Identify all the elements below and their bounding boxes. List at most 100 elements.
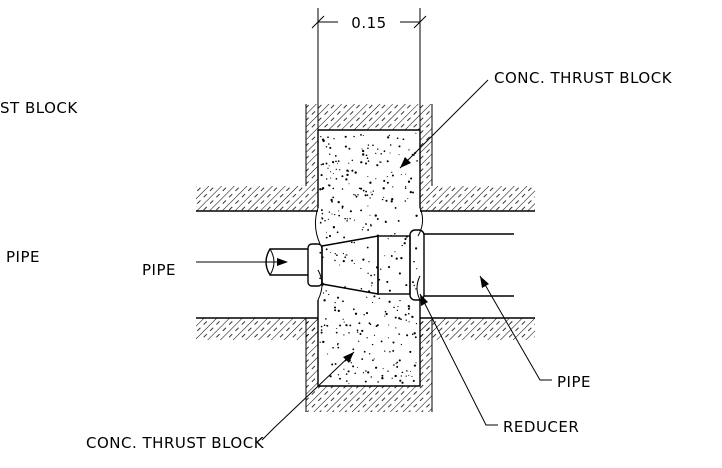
concrete-speck — [345, 178, 348, 181]
concrete-speck — [397, 305, 399, 308]
soil-hatching — [196, 104, 535, 412]
concrete-speck — [367, 205, 369, 207]
concrete-speck — [319, 251, 322, 254]
concrete-speck — [362, 189, 365, 192]
concrete-speck — [416, 268, 418, 270]
concrete-speck — [328, 211, 331, 213]
concrete-speck — [350, 241, 353, 244]
concrete-speck — [345, 380, 348, 382]
concrete-speck — [342, 259, 345, 263]
concrete-speck — [413, 260, 415, 263]
concrete-speck — [389, 351, 391, 353]
concrete-speck — [407, 198, 409, 200]
concrete-speck — [349, 217, 351, 220]
concrete-speck — [408, 374, 410, 376]
concrete-speck — [400, 375, 402, 377]
concrete-speck — [411, 375, 413, 377]
concrete-speck — [332, 161, 335, 164]
concrete-speck — [354, 171, 357, 174]
concrete-speck — [320, 329, 323, 331]
concrete-speck — [363, 350, 366, 353]
concrete-speck — [347, 370, 350, 373]
concrete-speck — [337, 344, 339, 346]
concrete-speck — [395, 327, 397, 329]
concrete-speck — [330, 177, 332, 179]
concrete-speck — [402, 138, 405, 141]
concrete-speck — [321, 212, 324, 215]
concrete-speck — [365, 190, 368, 193]
concrete-speck — [335, 178, 338, 180]
concrete-speck — [348, 183, 350, 185]
concrete-speck — [404, 200, 407, 202]
concrete-speck — [375, 178, 377, 180]
concrete-speck — [412, 281, 414, 284]
concrete-speck — [366, 157, 369, 160]
concrete-speck — [398, 154, 400, 156]
concrete-speck — [371, 285, 373, 287]
concrete-speck — [385, 312, 388, 316]
concrete-speck — [383, 196, 385, 198]
concrete-speck — [337, 342, 339, 345]
concrete-speck — [336, 327, 338, 330]
concrete-speck — [398, 333, 401, 335]
concrete-speck — [319, 341, 321, 343]
concrete-speck — [339, 377, 341, 380]
concrete-speck — [373, 295, 376, 298]
concrete-speck — [346, 218, 348, 220]
concrete-speck — [335, 168, 337, 171]
concrete-speck — [405, 173, 407, 175]
concrete-speck — [372, 144, 374, 147]
concrete-speck — [360, 209, 363, 212]
large-pipe-bell — [409, 229, 425, 301]
concrete-speck — [359, 332, 362, 336]
concrete-speck — [370, 191, 372, 193]
concrete-speck — [325, 318, 327, 320]
concrete-speck — [367, 371, 370, 374]
concrete-speck — [391, 171, 393, 173]
concrete-speck — [391, 198, 394, 201]
concrete-speck — [353, 241, 356, 244]
soil-lower-left — [196, 318, 318, 340]
concrete-speck — [373, 358, 375, 360]
concrete-speck — [337, 346, 340, 349]
concrete-speck — [377, 148, 379, 150]
concrete-speck — [368, 261, 370, 263]
concrete-speck — [339, 264, 341, 266]
concrete-speck — [378, 278, 381, 281]
concrete-speck — [400, 343, 402, 346]
concrete-speck — [358, 322, 361, 325]
concrete-speck — [345, 254, 347, 256]
concrete-speck — [394, 251, 396, 253]
concrete-speck — [401, 244, 403, 247]
concrete-speck — [328, 293, 330, 296]
concrete-speck — [361, 358, 364, 360]
concrete-speck — [330, 171, 332, 173]
concrete-speck — [394, 316, 397, 319]
concrete-speck — [412, 379, 415, 382]
soil-upper-right — [420, 186, 535, 211]
concrete-speck — [352, 348, 355, 351]
concrete-speck — [398, 317, 401, 320]
concrete-speck — [381, 374, 384, 377]
concrete-speck — [369, 323, 372, 326]
concrete-speck — [345, 373, 348, 375]
concrete-speck — [321, 187, 325, 190]
concrete-speck — [343, 236, 346, 239]
concrete-speck — [348, 332, 350, 334]
concrete-speck — [333, 138, 335, 140]
concrete-speck — [344, 256, 347, 259]
concrete-speck — [335, 331, 338, 334]
concrete-speck — [327, 218, 330, 220]
concrete-speck — [346, 173, 349, 177]
concrete-speck — [415, 362, 417, 364]
concrete-speck — [344, 145, 347, 148]
concrete-speck — [411, 191, 415, 194]
concrete-speck — [332, 226, 336, 229]
concrete-speck — [342, 252, 345, 255]
concrete-speck — [389, 152, 391, 154]
concrete-speck — [360, 287, 363, 290]
concrete-speck — [382, 368, 384, 370]
concrete-speck — [334, 301, 336, 304]
concrete-speck — [325, 236, 328, 239]
concrete-speck — [387, 337, 389, 339]
